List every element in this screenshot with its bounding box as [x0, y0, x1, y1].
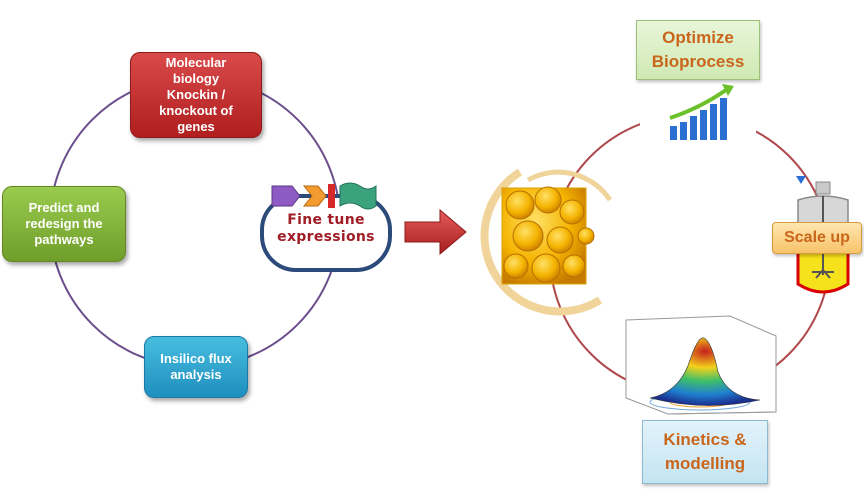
scale-up-label: Scale up: [784, 229, 850, 246]
optimize-bioprocess-box: Optimize Bioprocess: [636, 20, 760, 80]
optimize-bioprocess-label: Optimize Bioprocess: [651, 28, 745, 71]
gene-parts-icon: [271, 182, 377, 210]
kinetics-modelling-label: Kinetics & modelling: [663, 430, 747, 473]
growth-chart-icon: [640, 80, 756, 144]
insilico-flux-label: Insilico flux analysis: [160, 351, 232, 382]
transition-arrow: [404, 208, 467, 256]
scale-up-box: Scale up: [772, 222, 862, 254]
predict-redesign-label: Predict and redesign the pathways: [25, 200, 103, 247]
kinetics-modelling-box: Kinetics & modelling: [642, 420, 768, 484]
predict-redesign-box: Predict and redesign the pathways: [2, 186, 126, 262]
molecular-biology-label: Molecular biology Knockin / knockout of …: [159, 55, 233, 134]
insilico-flux-box: Insilico flux analysis: [144, 336, 248, 398]
yeast-cells-image: [480, 168, 613, 316]
fine-tune-label: Fine tune expressions: [277, 212, 375, 245]
surface-plot-icon: [625, 315, 777, 415]
molecular-biology-box: Molecular biology Knockin / knockout of …: [130, 52, 262, 138]
